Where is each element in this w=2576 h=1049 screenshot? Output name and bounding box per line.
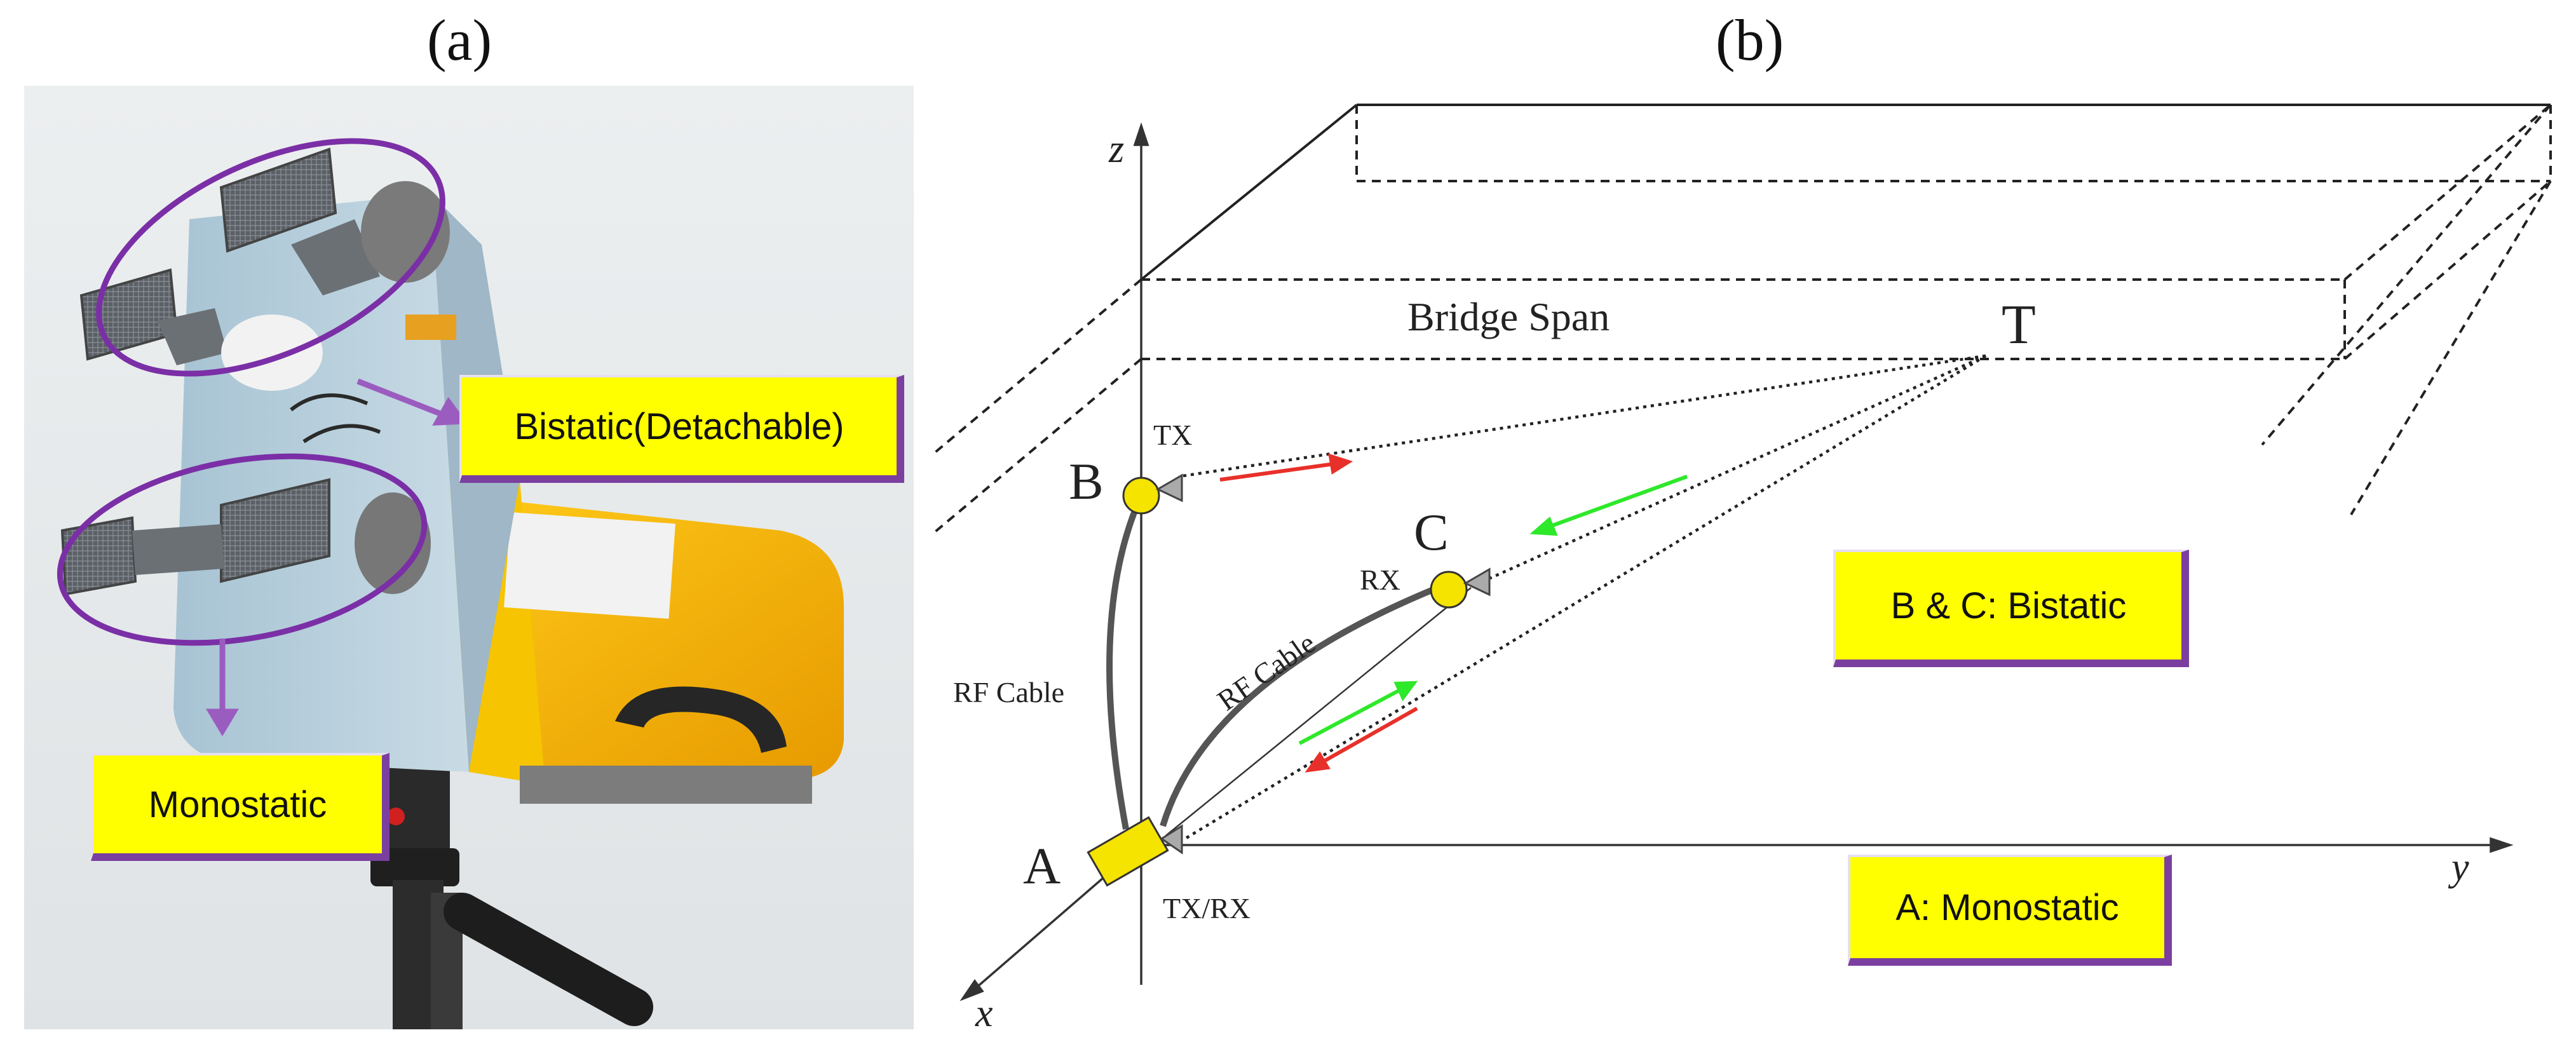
x-axis-label: x: [975, 992, 993, 1035]
panel-label-a: (a): [427, 8, 492, 72]
bistatic-callout-arrow: [356, 378, 468, 426]
path-a-to-c: [1165, 587, 1472, 836]
green-arrow-top: [1529, 475, 1688, 536]
red-arrow-top: [1219, 453, 1353, 482]
radar-device-photo: Bistatic(Detachable) Monostatic: [24, 86, 914, 1029]
txrx-label: TX/RX: [1163, 892, 1251, 924]
point-b-label: B: [1069, 452, 1104, 510]
tx-label: TX: [1153, 419, 1192, 451]
bistatic-highlight-ellipse: [96, 138, 445, 377]
bridge-span-label: Bridge Span: [1407, 294, 1610, 339]
panel-label-b: (b): [1716, 8, 1784, 72]
monostatic-callout-arrow: [206, 639, 239, 736]
bistatic-callout: Bistatic(Detachable): [459, 375, 904, 483]
rf-cable-a-c: [1160, 581, 1447, 827]
bistatic-antennas: [79, 147, 450, 391]
path-t-to-c: [1489, 354, 1986, 580]
legend-monostatic: A: Monostatic: [1848, 855, 2172, 966]
monostatic-highlight-ellipse: [57, 453, 428, 646]
radar-device-illustration: [24, 86, 914, 1029]
node-c: [1430, 567, 1491, 609]
bistatic-geometry-diagram: z y x Bridge Span T: [928, 76, 2576, 1046]
red-arrow-bottom: [1305, 707, 1418, 773]
point-a-label: A: [1023, 837, 1061, 895]
point-c-label: C: [1414, 503, 1449, 561]
rf-cable-a-b: [1106, 494, 1144, 830]
y-axis-label: y: [2448, 846, 2469, 889]
target-label: T: [2002, 294, 2036, 356]
rf-cable-left-label: RF Cable: [953, 676, 1064, 708]
monostatic-antennas: [60, 478, 431, 596]
green-arrow-bottom: [1298, 680, 1418, 745]
axes: [959, 122, 2514, 1001]
rx-label: RX: [1360, 564, 1400, 596]
node-b: [1122, 473, 1183, 515]
path-t-to-b: [1178, 354, 1986, 478]
z-axis-label: z: [1108, 128, 1124, 171]
bridge-span-box: [932, 104, 2552, 535]
legend-bistatic: B & C: Bistatic: [1833, 550, 2189, 667]
node-a: [1087, 816, 1183, 887]
monostatic-callout: Monostatic: [91, 753, 390, 861]
rf-cable-mid-label: RF Cable: [1211, 626, 1321, 717]
